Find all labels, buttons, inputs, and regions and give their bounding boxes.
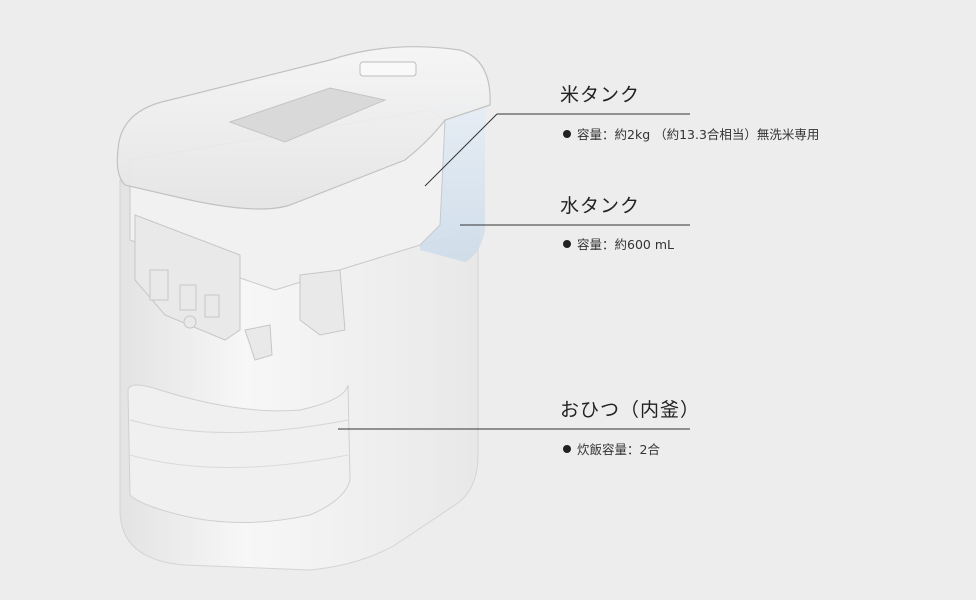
rice-tank-leader-line bbox=[424, 113, 498, 187]
bullet-icon bbox=[563, 130, 571, 138]
rice-tank-detail: 容量：約2kg （約13.3合相当）無洗米専用 bbox=[563, 124, 819, 143]
rice-tank-title: 米タンク bbox=[560, 84, 641, 106]
water-tank-detail: 容量：約600 mL bbox=[563, 234, 674, 253]
lid-latch bbox=[359, 61, 417, 77]
pot-detail: 炊飯容量：2合 bbox=[563, 439, 660, 458]
pot-title: おひつ（内釜） bbox=[560, 399, 701, 421]
internal-mechanism bbox=[134, 214, 346, 361]
ohitsu-pot-drawer bbox=[127, 384, 351, 523]
bullet-icon bbox=[563, 445, 571, 453]
bullet-icon bbox=[563, 240, 571, 248]
water-tank-title: 水タンク bbox=[560, 195, 641, 217]
lid-opening bbox=[228, 87, 387, 143]
